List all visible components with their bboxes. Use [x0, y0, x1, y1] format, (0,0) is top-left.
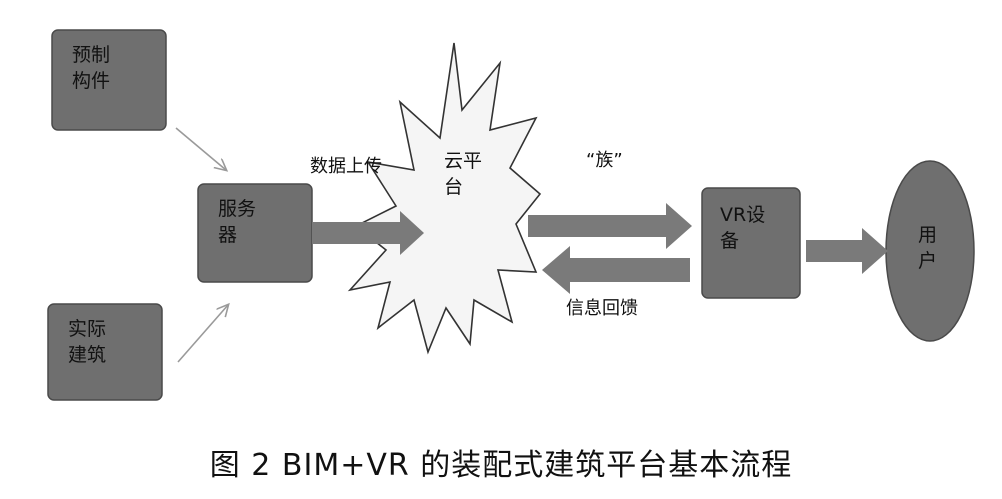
vr-device-box — [701, 187, 801, 299]
prefab-to-server-arrow — [175, 127, 226, 170]
actual-building-box — [47, 303, 163, 401]
figure-caption: 图 2 BIM+VR 的装配式建筑平台基本流程 — [209, 448, 793, 483]
cloud-platform-label: 云平 台 — [444, 150, 483, 198]
prefab-component-label: 预制 构件 — [72, 44, 111, 92]
feedback-label: 信息回馈 — [566, 298, 638, 319]
user-label: 用 户 — [918, 224, 938, 272]
building-to-server-arrow — [177, 305, 228, 363]
family-label: “族” — [586, 150, 623, 171]
server-label: 服务 器 — [218, 198, 257, 246]
data-upload-label: 数据上传 — [310, 156, 382, 177]
vr-device-label: VR设 备 — [720, 204, 766, 252]
vr-to-cloud-feedback-arrow — [542, 246, 690, 294]
prefab-component-box — [51, 29, 167, 131]
server-to-cloud-arrow — [312, 211, 424, 255]
vr-to-user-arrow — [806, 228, 888, 274]
cloud-to-vr-arrow — [528, 203, 692, 249]
actual-building-label: 实际 建筑 — [68, 318, 107, 366]
cloud-platform-burst — [347, 42, 542, 355]
